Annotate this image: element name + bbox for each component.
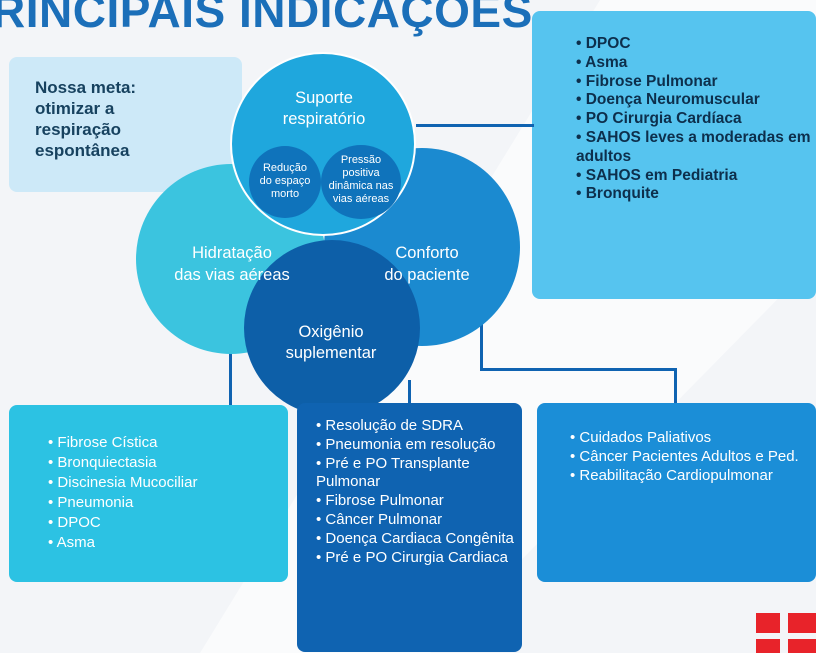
connector-line-mid-v: [408, 380, 411, 404]
list-item: • Asma: [576, 53, 628, 71]
connector-line-right-h: [416, 124, 534, 127]
connector-line-left-v: [229, 350, 232, 406]
list-item: • Doença Neuromuscular: [576, 91, 760, 109]
list-item: • Câncer Pulmonar: [316, 510, 443, 528]
list-item: • Pneumonia em resolução: [316, 435, 496, 453]
list-item: • Asma: [48, 534, 95, 551]
page-title: RINCIPAIS INDICAÇÕES: [0, 0, 533, 37]
list-item: • Pré e PO Transplante Pulmonar: [316, 454, 470, 491]
list-item: • Cuidados Paliativos: [570, 429, 712, 446]
list-item: • Bronquite: [576, 185, 659, 203]
airway-hydration-label: Hidratação das vias aéreas: [174, 244, 290, 284]
connector-line-right-v1: [480, 300, 483, 370]
dynamic-positive-pressure-label: Pressão positiva dinâmica nas vias aérea…: [328, 154, 394, 205]
supplemental-oxygen-list: • Resolução de SDRA• Pneumonia em resolu…: [316, 417, 516, 567]
airway-hydration-indications-box: • Fibrose Cística • Bronquiectasia • Disci…: [9, 405, 288, 582]
list-item: • PO Cirurgia Cardíaca: [576, 110, 742, 128]
list-item: • Discinesia Mucociliar: [48, 474, 198, 491]
list-item: • Resolução de SDRA: [316, 417, 463, 434]
connector-line-right-v2: [674, 368, 677, 404]
patient-comfort-indications-box: • Cuidados Paliativos• Câncer Pacientes …: [537, 403, 816, 582]
list-item: • Reabilitação Cardiopulmonar: [570, 466, 773, 484]
connector-line-right-h2: [480, 368, 676, 371]
list-item: • DPOC: [576, 35, 631, 52]
respiratory-support-indications-box: • DPOC• Asma• Fibrose Pulmonar• Doença N…: [532, 11, 816, 299]
list-item: • SAHOS leves a moderadas em adultos: [576, 128, 811, 165]
patient-comfort-label: Conforto do paciente: [384, 244, 470, 284]
supplemental-oxygen-indications-box: • Resolução de SDRA• Pneumonia em resolu…: [297, 403, 522, 652]
red-cross-logo-icon: [756, 613, 816, 653]
list-item: • Fibrose Pulmonar: [576, 72, 718, 90]
list-item: • Fibrose Cística: [48, 434, 158, 451]
dynamic-positive-pressure-circle: [321, 145, 401, 219]
supplemental-oxygen-circle: [244, 240, 420, 416]
list-item: • DPOC: [48, 514, 101, 531]
list-item: • Bronquiectasia: [48, 454, 157, 471]
respiratory-support-list: • DPOC• Asma• Fibrose Pulmonar• Doença N…: [576, 35, 816, 204]
list-item: • Pré e PO Cirurgia Cardiaca: [316, 548, 508, 566]
list-item: • Câncer Pacientes Adultos e Ped.: [570, 447, 799, 465]
dead-space-reduction-label: Redução do espaço morto: [259, 162, 311, 200]
list-item: • Pneumonia: [48, 494, 134, 511]
respiratory-support-label: Suporte respiratório: [282, 89, 366, 128]
dead-space-reduction-circle: [249, 146, 321, 218]
patient-comfort-list: • Cuidados Paliativos• Câncer Pacientes …: [570, 429, 810, 485]
list-item: • SAHOS em Pediatria: [576, 166, 738, 184]
airway-hydration-list: • Fibrose Cística • Bronquiectasia • Disci…: [48, 433, 288, 553]
goal-text: Nossa meta: otimizar a respiração espont…: [35, 78, 137, 160]
supplemental-oxygen-label: Oxigênio suplementar: [285, 323, 377, 362]
list-item: • Doença Cardiaca Congênita: [316, 529, 514, 547]
list-item: • Fibrose Pulmonar: [316, 492, 444, 510]
